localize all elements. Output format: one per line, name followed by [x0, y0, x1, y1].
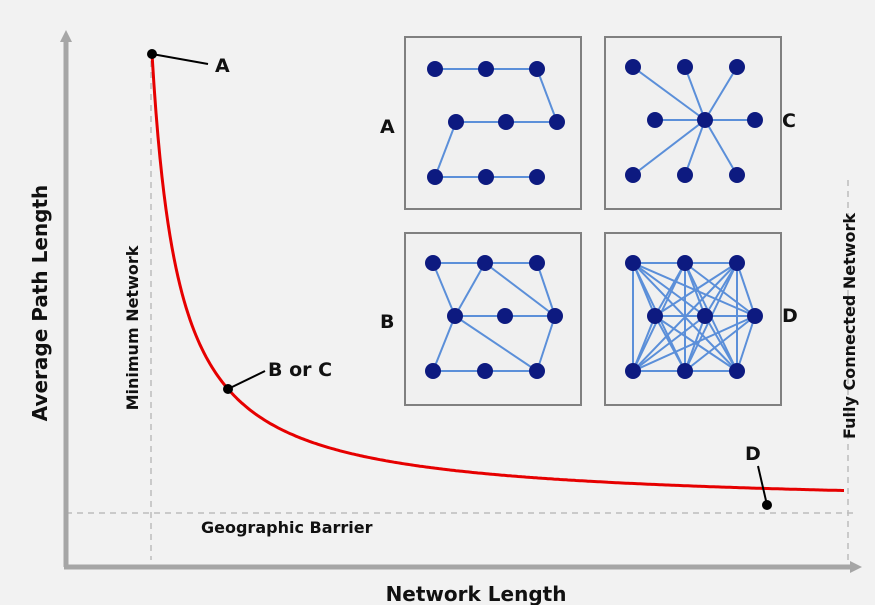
point-b-or-c-leader	[227, 370, 266, 390]
network-node	[677, 363, 693, 379]
panel-a-label: A	[380, 116, 395, 138]
network-node	[549, 114, 565, 130]
minimum-network-label: Minimum Network	[123, 245, 142, 410]
network-node	[647, 308, 663, 324]
network-node	[625, 167, 641, 183]
panel-b-label: B	[380, 311, 394, 333]
network-node	[447, 308, 463, 324]
network-edge	[654, 262, 738, 317]
network-node	[729, 255, 745, 271]
network-node	[478, 61, 494, 77]
network-edge	[484, 262, 556, 317]
network-edge	[536, 262, 556, 317]
point-a-label: A	[215, 55, 230, 77]
panel-d-label: D	[782, 305, 798, 327]
network-node	[477, 255, 493, 271]
network-node	[478, 169, 494, 185]
network-edge	[704, 66, 738, 121]
network-node	[529, 61, 545, 77]
network-node	[529, 255, 545, 271]
network-node	[427, 61, 443, 77]
network-node	[529, 363, 545, 379]
network-panels	[404, 36, 782, 406]
network-node	[425, 363, 441, 379]
network-edge	[684, 66, 706, 121]
network-node	[747, 308, 763, 324]
network-node	[677, 59, 693, 75]
network-node	[647, 112, 663, 128]
network-edge	[536, 315, 556, 372]
network-edge	[632, 315, 656, 372]
network-node	[677, 255, 693, 271]
point-d-leader	[757, 465, 768, 506]
network-node	[697, 112, 713, 128]
point-d-label: D	[745, 443, 761, 465]
network-node	[697, 308, 713, 324]
network-node	[529, 169, 545, 185]
network-node	[498, 114, 514, 130]
network-edge	[632, 66, 706, 121]
network-node	[547, 308, 563, 324]
y-axis-title: Average Path Length	[28, 185, 52, 422]
network-edge	[736, 262, 756, 317]
network-node	[497, 308, 513, 324]
x-axis-title: Network Length	[386, 582, 567, 605]
network-node	[448, 114, 464, 130]
network-edge	[536, 68, 558, 123]
point-a-marker	[147, 49, 157, 59]
panel-c-star	[604, 36, 782, 210]
network-node	[427, 169, 443, 185]
network-edge	[684, 315, 756, 372]
network-node	[625, 363, 641, 379]
network-edge	[432, 315, 456, 372]
geographic-barrier-label: Geographic Barrier	[201, 518, 373, 537]
network-node	[729, 167, 745, 183]
point-d-marker	[762, 500, 772, 510]
network-node	[747, 112, 763, 128]
network-edge	[434, 121, 457, 178]
network-edge	[454, 315, 538, 372]
panel-b-partial-mesh	[404, 232, 582, 406]
panel-c-label: C	[782, 110, 796, 132]
point-a-leader	[151, 53, 209, 65]
network-edge	[632, 315, 706, 372]
network-edge	[684, 119, 706, 176]
network-edge	[632, 315, 756, 372]
point-b-or-c-label: B or C	[268, 359, 332, 381]
network-node	[477, 363, 493, 379]
path-length-curve	[150, 53, 844, 492]
network-edge	[704, 119, 738, 176]
network-node	[729, 59, 745, 75]
network-edge	[454, 262, 486, 317]
network-node	[677, 167, 693, 183]
network-node	[425, 255, 441, 271]
panel-d-fully-connected	[604, 232, 782, 406]
network-node	[729, 363, 745, 379]
network-node	[625, 255, 641, 271]
fully-connected-network-label: Fully Connected Network	[840, 213, 859, 439]
network-node	[625, 59, 641, 75]
network-edge	[736, 315, 756, 372]
panel-a-minimum-path	[404, 36, 582, 210]
network-edge	[432, 262, 456, 317]
network-edge	[632, 119, 706, 176]
